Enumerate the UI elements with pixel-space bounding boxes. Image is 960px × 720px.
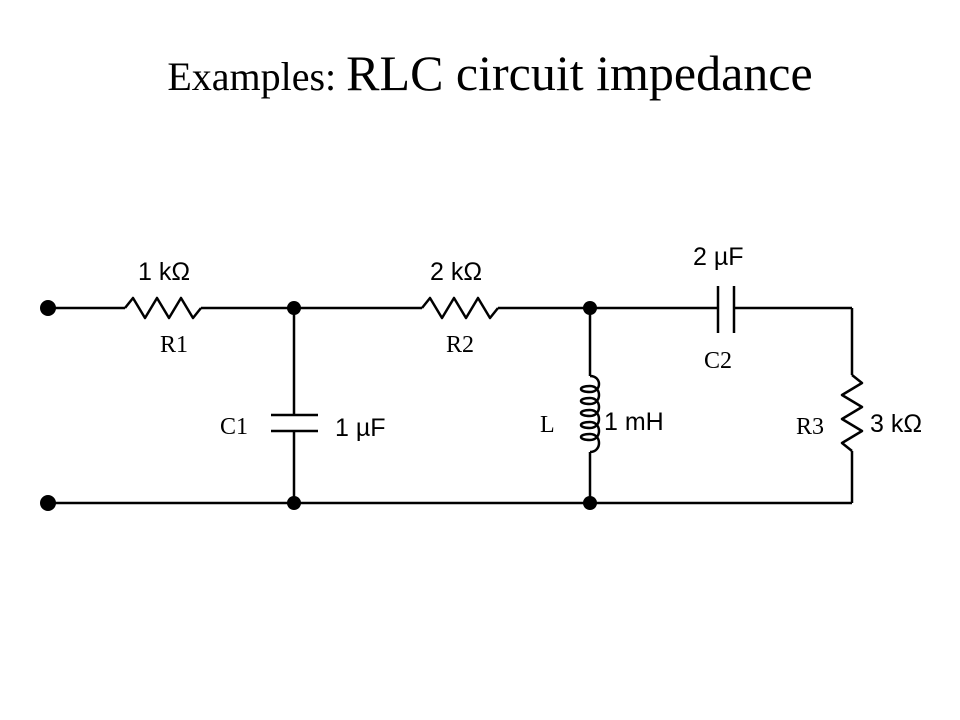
c1-ref-label: C1 bbox=[220, 414, 248, 440]
node-top-2 bbox=[583, 301, 597, 315]
terminal-input-bottom bbox=[40, 495, 56, 511]
c2-ref-label: C2 bbox=[704, 348, 732, 374]
r2-ref-label: R2 bbox=[446, 332, 474, 358]
l-ref-label: L bbox=[540, 412, 555, 438]
r3-value-label: 3 kΩ bbox=[870, 410, 922, 438]
r1-ref-label: R1 bbox=[160, 332, 188, 358]
title-main: RLC circuit impedance bbox=[346, 45, 813, 101]
r2-value-label: 2 kΩ bbox=[430, 258, 482, 286]
inductor-l-symbol bbox=[579, 374, 601, 454]
c2-value-label: 2 µF bbox=[693, 243, 744, 271]
resistor-r1-symbol bbox=[124, 296, 202, 320]
node-bottom-2 bbox=[583, 496, 597, 510]
r3-ref-label: R3 bbox=[796, 414, 824, 440]
c1-value-label: 1 µF bbox=[335, 414, 386, 442]
terminal-input-top bbox=[40, 300, 56, 316]
resistor-r3-symbol bbox=[840, 374, 864, 452]
r1-value-label: 1 kΩ bbox=[138, 258, 190, 286]
slide-title: Examples: RLC circuit impedance bbox=[0, 44, 960, 102]
resistor-r2-symbol bbox=[421, 296, 499, 320]
node-top-1 bbox=[287, 301, 301, 315]
node-bottom-1 bbox=[287, 496, 301, 510]
l-value-label: 1 mH bbox=[604, 408, 664, 436]
title-prefix: Examples: bbox=[167, 54, 347, 99]
